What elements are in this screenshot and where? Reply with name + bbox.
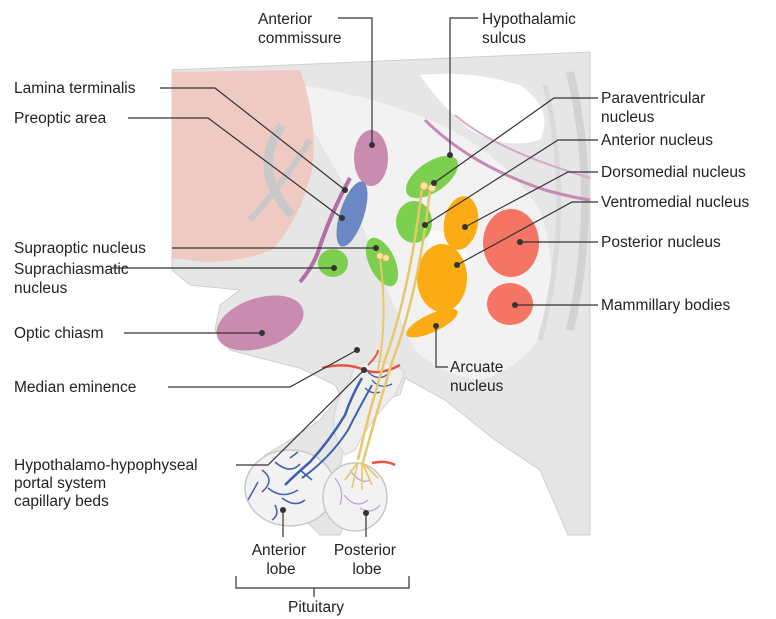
label-posterior-nucleus: Posterior nucleus	[601, 234, 721, 251]
leader-dot	[447, 152, 453, 158]
leader-dot	[342, 187, 348, 193]
pituitary-bracket	[236, 576, 409, 597]
red-vessel	[372, 462, 395, 465]
leader-dot	[354, 347, 360, 353]
label-line: nucleus	[601, 109, 655, 126]
label-dorsomedial-nucleus: Dorsomedial nucleus	[601, 164, 746, 181]
label-supraoptic-nucleus: Supraoptic nucleus	[14, 240, 146, 257]
label-lamina-terminalis: Lamina terminalis	[14, 80, 136, 97]
leader-dot	[517, 239, 523, 245]
label-line: nucleus	[450, 378, 504, 395]
leader-dot	[431, 180, 437, 186]
leader-dot	[361, 367, 367, 373]
label-median-eminence: Median eminence	[14, 379, 136, 396]
mammillary-shape	[487, 283, 533, 325]
label-line: Mammillary bodies	[601, 297, 730, 314]
leader-dot	[433, 323, 439, 329]
label-posterior-lobe: Posterior lobe	[334, 542, 400, 578]
leader-dot	[422, 222, 428, 228]
label-line: Supraoptic nucleus	[14, 240, 146, 257]
label-pituitary: Pituitary	[288, 599, 344, 616]
anterior-commissure-shape	[354, 130, 388, 186]
label-line: Pituitary	[288, 599, 344, 616]
label-line: commissure	[258, 30, 342, 47]
label-mammillary-bodies: Mammillary bodies	[601, 297, 730, 314]
label-anterior-commissure: Anterior commissure	[258, 11, 342, 47]
label-ventromedial-nucleus: Ventromedial nucleus	[601, 194, 749, 211]
label-line: Paraventricular	[601, 90, 705, 107]
label-line: Hypothalamic	[482, 11, 576, 28]
label-preoptic-area: Preoptic area	[14, 110, 107, 127]
leader-dot	[369, 142, 375, 148]
label-line: Hypothalamo-hypophyseal	[14, 457, 198, 474]
label-line: lobe	[352, 561, 381, 578]
label-optic-chiasm: Optic chiasm	[14, 325, 104, 342]
leader-dot	[339, 215, 345, 221]
label-line: Ventromedial nucleus	[601, 194, 749, 211]
leader-dot	[512, 302, 518, 308]
label-line: capillary beds	[14, 493, 109, 510]
ventromedial-shape	[417, 244, 467, 312]
label-line: portal system	[14, 475, 106, 492]
label-line: nucleus	[14, 280, 68, 297]
label-line: Median eminence	[14, 379, 136, 396]
leader-dot	[462, 224, 468, 230]
label-line: Posterior	[334, 542, 396, 559]
label-line: lobe	[266, 561, 295, 578]
neuron-soma	[383, 255, 390, 262]
leader-dot	[331, 265, 337, 271]
label-paraventricular-nucleus: Paraventricular nucleus	[601, 90, 710, 126]
label-line: sulcus	[482, 30, 526, 47]
label-line: Optic chiasm	[14, 325, 104, 342]
label-line: Suprachiasmatic	[14, 261, 129, 278]
label-suprachiasmatic-nucleus: Suprachiasmatic nucleus	[14, 261, 133, 297]
label-line: Preoptic area	[14, 110, 107, 127]
label-line: Dorsomedial nucleus	[601, 164, 746, 181]
label-line: Arcuate	[450, 359, 503, 376]
leader-dot	[280, 507, 286, 513]
leader-dot	[259, 330, 265, 336]
label-line: Anterior	[258, 11, 312, 28]
posterior-nucleus-shape	[483, 209, 539, 277]
label-anterior-nucleus: Anterior nucleus	[601, 132, 713, 149]
leader-dot	[373, 245, 379, 251]
neuron-soma	[420, 182, 428, 190]
leader-dot	[454, 262, 460, 268]
label-line: Lamina terminalis	[14, 80, 136, 97]
leader-dot	[363, 510, 369, 516]
suprachiasmatic-shape	[318, 249, 348, 277]
label-portal-system: Hypothalamo-hypophyseal portal system ca…	[14, 457, 202, 510]
label-hypothalamic-sulcus: Hypothalamic sulcus	[482, 11, 580, 47]
label-anterior-lobe: Anterior lobe	[252, 542, 311, 578]
label-line: Anterior nucleus	[601, 132, 713, 149]
label-line: Posterior nucleus	[601, 234, 721, 251]
label-line: Anterior	[252, 542, 306, 559]
